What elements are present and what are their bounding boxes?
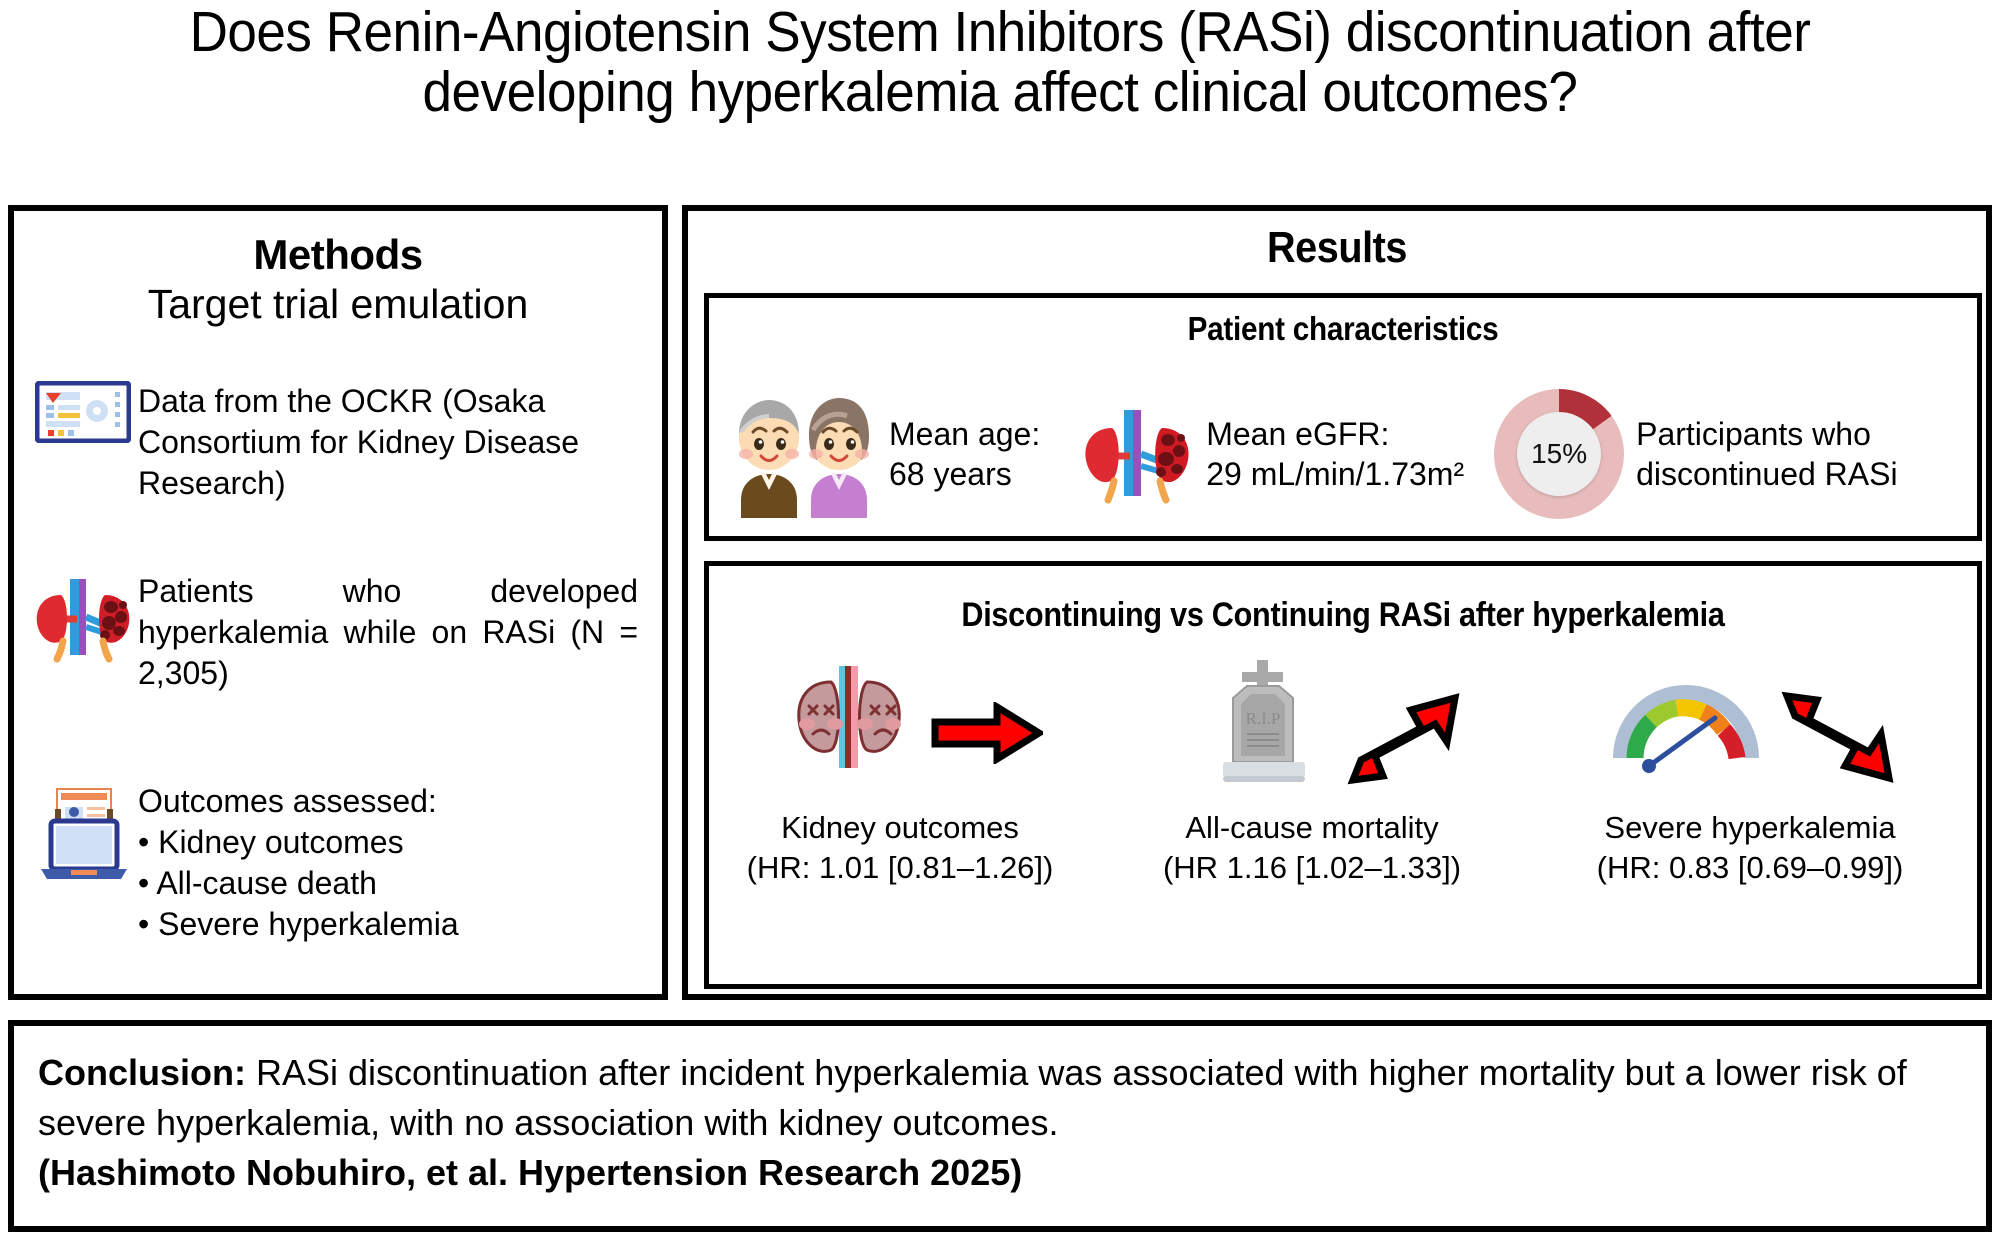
- methods-item-1-text: Data from the OCKR (Osaka Consortium for…: [138, 383, 580, 501]
- methods-item-3-bullet-3: • Severe hyperkalemia: [138, 906, 459, 942]
- kidneys-vessels-icon: [1078, 402, 1196, 506]
- outcome-severe-hyperkalemia: Severe hyperkalemia (HR: 0.83 [0.69–0.99…: [1585, 658, 1915, 888]
- methods-item-data-source: Data from the OCKR (Osaka Consortium for…: [28, 381, 658, 504]
- medical-record-laptop-icon: [28, 781, 138, 885]
- svg-text:R.I.P: R.I.P: [1246, 709, 1281, 728]
- outcomes-box: Discontinuing vs Continuing RASi after h…: [704, 561, 1982, 989]
- methods-heading: Methods: [253, 231, 423, 278]
- arrow-down-right-icon: [1781, 680, 1901, 792]
- arrow-up-right-icon: [1347, 684, 1467, 796]
- outcome-mortality-line-1: All-cause mortality: [1185, 810, 1439, 845]
- page-title: Does Renin-Angiotensin System Inhibitors…: [189, 0, 1811, 124]
- conclusion-citation: (Hashimoto Nobuhiro, et al. Hypertension…: [38, 1152, 1023, 1193]
- arrow-right-icon: [931, 702, 1043, 764]
- elderly-couple-icon: [727, 390, 879, 518]
- discontinued-line-2: discontinued RASi: [1636, 456, 1898, 492]
- patient-characteristics-heading: Patient characteristics: [1187, 310, 1499, 347]
- mean-egfr-line-1: Mean eGFR:: [1206, 416, 1390, 452]
- conclusion-label: Conclusion:: [38, 1052, 246, 1093]
- data-dashboard-icon: [28, 381, 138, 443]
- results-panel: Results Patient characteristics: [682, 205, 1992, 1000]
- methods-item-3-bullet-2: • All-cause death: [138, 865, 377, 901]
- outcome-kidney: Kidney outcomes (HR: 1.01 [0.81–1.26]): [735, 658, 1065, 888]
- stat-mean-age: Mean age: 68 years: [727, 390, 1040, 518]
- sad-kidneys-icon: [787, 664, 915, 770]
- stat-discontinued-rasi: 15% Participants who discontinued RASi: [1494, 389, 1898, 519]
- methods-item-population: Patients who developed hyperkalemia whil…: [28, 571, 658, 694]
- methods-item-outcomes: Outcomes assessed: • Kidney outcomes • A…: [28, 781, 658, 945]
- patient-characteristics-box: Patient characteristics: [704, 293, 1982, 541]
- outcome-mortality: R.I.P All-cause mor: [1147, 658, 1477, 888]
- conclusion-panel: Conclusion: RASi discontinuation after i…: [8, 1020, 1992, 1232]
- methods-subheading: Target trial emulation: [147, 281, 529, 327]
- discontinued-line-1: Participants who: [1636, 416, 1871, 452]
- stat-mean-egfr: Mean eGFR: 29 mL/min/1.73m²: [1078, 402, 1464, 506]
- methods-item-3-bullet-1: • Kidney outcomes: [138, 824, 404, 860]
- patient-characteristics-row: Mean age: 68 years: [709, 374, 1977, 534]
- methods-item-3-text: Outcomes assessed:: [138, 783, 437, 819]
- kidneys-anatomy-icon: [28, 571, 138, 663]
- outcome-severe-line-2: (HR: 0.83 [0.69–0.99]): [1596, 850, 1904, 885]
- donut-value-label: 15%: [1517, 412, 1602, 496]
- conclusion-text: Conclusion: RASi discontinuation after i…: [38, 1048, 1968, 1198]
- gauge-icon: [1611, 678, 1761, 774]
- methods-panel: Methods Target trial emulation: [8, 205, 668, 1000]
- mean-age-line-1: Mean age:: [889, 416, 1041, 452]
- mean-age-line-2: 68 years: [889, 456, 1012, 492]
- outcome-severe-line-1: Severe hyperkalemia: [1604, 810, 1896, 845]
- methods-item-2-text: Patients who developed hyperkalemia whil…: [138, 573, 638, 691]
- outcome-kidney-line-2: (HR: 1.01 [0.81–1.26]): [746, 850, 1054, 885]
- donut-chart-icon: 15%: [1494, 389, 1625, 519]
- mean-egfr-line-2: 29 mL/min/1.73m²: [1206, 456, 1465, 492]
- results-heading: Results: [1267, 223, 1407, 272]
- conclusion-body: RASi discontinuation after incident hype…: [38, 1052, 1907, 1143]
- outcome-mortality-line-2: (HR 1.16 [1.02–1.33]): [1162, 850, 1462, 885]
- outcome-kidney-line-1: Kidney outcomes: [781, 810, 1019, 845]
- tombstone-icon: R.I.P: [1209, 658, 1319, 784]
- outcomes-row: Kidney outcomes (HR: 1.01 [0.81–1.26]) R…: [709, 658, 1977, 885]
- outcomes-heading: Discontinuing vs Continuing RASi after h…: [961, 596, 1725, 634]
